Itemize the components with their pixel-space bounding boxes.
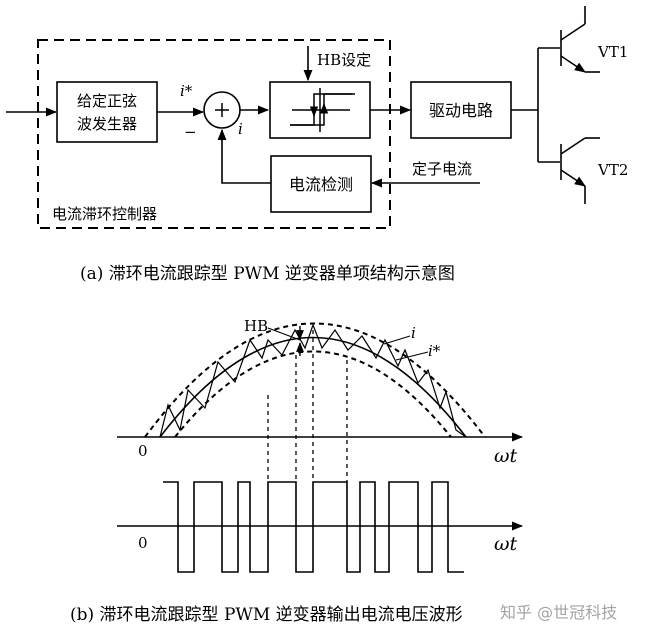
minus-sign: − [184, 123, 197, 141]
current-detect-label: 电流检测 [289, 175, 353, 194]
diagram-b: 0 ωt HB i i* 0 ωt (b) 滞环电流跟踪型 PWM 逆变器输出电 [70, 317, 524, 625]
upper-band-curve [144, 322, 486, 438]
hysteresis-symbol [290, 88, 355, 132]
current-detect-block [270, 155, 372, 213]
drive-circuit-label: 驱动电路 [429, 101, 493, 120]
sine-generator-label-1: 给定正弦 [77, 92, 137, 110]
controller-boundary [37, 39, 391, 229]
stator-current-label: 定子电流 [412, 160, 472, 178]
reference-current-label: i* [428, 342, 441, 360]
feedback-path [217, 128, 271, 184]
sine-generator-block [56, 81, 158, 143]
pwm-voltage-waveform [163, 481, 464, 573]
current-axis-origin: 0 [138, 442, 148, 460]
i-feedback-label: i [238, 120, 243, 138]
sine-generator-label-2: 波发生器 [77, 115, 137, 133]
reference-current-pointer [395, 351, 429, 361]
hb-setting-label: HB设定 [317, 51, 371, 69]
caption-b: (b) 滞环电流跟踪型 PWM 逆变器输出电流电压波形 [70, 605, 463, 625]
controller-label: 电流滞环控制器 [52, 205, 157, 223]
vt2-label: VT2 [597, 161, 628, 179]
actual-current-pointer [383, 335, 411, 345]
actual-current-zigzag [159, 323, 467, 438]
projection-lines [267, 330, 348, 482]
hb-pointer [267, 327, 301, 341]
lower-band-curve [174, 350, 452, 438]
i-ref-label: i* [180, 82, 193, 100]
current-axis-label: ωt [494, 445, 517, 467]
actual-current-label: i [411, 324, 416, 342]
vt1-label: VT1 [597, 43, 628, 61]
caption-a: (a) 滞环电流跟踪型 PWM 逆变器单项结构示意图 [80, 264, 455, 284]
voltage-axis-origin: 0 [138, 534, 148, 552]
watermark: 知乎 @世冠科技 [500, 603, 617, 622]
reference-current-curve [159, 336, 467, 438]
hb-label: HB [244, 317, 268, 335]
transistor-vt2 [560, 137, 600, 204]
diagram-a: 电流滞环控制器 给定正弦 波发生器 i* − i HB设定 [6, 6, 628, 284]
voltage-axis-label: ωt [494, 533, 517, 555]
transistor-vt1 [560, 6, 600, 73]
